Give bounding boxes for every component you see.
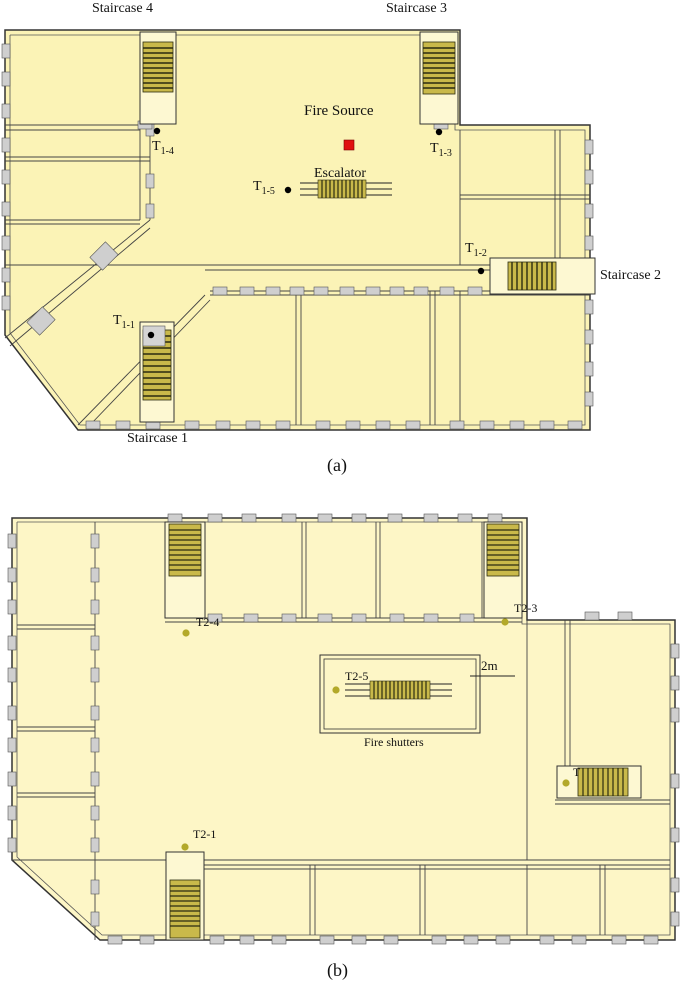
escalator-label: Escalator <box>314 166 366 181</box>
sensor-t1-1-dot <box>147 331 155 339</box>
sensor-t1-3-dot <box>435 128 443 136</box>
sensor-t2-5-label: T2-5 <box>345 669 368 683</box>
panel-b-floor-plan: 2m Fire shutters T2-4 T2-3 T2-5 T2-1 T2-… <box>7 513 680 981</box>
staircase-3-label: Staircase 3 <box>386 1 447 16</box>
sensor-t2-1-label: T2-1 <box>193 827 216 841</box>
fire-shutters-enclosure: 2m Fire shutters <box>319 654 515 749</box>
escalator-a: Escalator <box>300 166 392 199</box>
staircase-2-a <box>489 257 596 295</box>
sensor-t1-1-label: T1-1 <box>113 313 135 331</box>
sensor-t2-2-label: T2-2 <box>573 765 596 779</box>
staircase-4-label: Staircase 4 <box>92 1 153 16</box>
sensor-t1-4-label: T1-4 <box>152 139 174 157</box>
floor-a <box>4 29 591 431</box>
window-columns-b <box>7 513 680 945</box>
sensor-t2-2-dot <box>562 779 570 787</box>
sensors-b: T2-4 T2-3 T2-5 T2-1 T2-2 <box>181 601 596 851</box>
sensor-t1-5-dot <box>284 186 292 194</box>
sensor-t2-3-label: T2-3 <box>514 601 537 615</box>
sensor-t1-3-label: T1-3 <box>430 141 452 159</box>
staircase-1-a <box>139 321 175 423</box>
rooms-b <box>12 522 670 940</box>
panel-a-floor-plan: Escalator Fire Source T1-4 T1-3 T1-5 T1-… <box>1 1 661 476</box>
fire-source-label: Fire Source <box>304 103 374 119</box>
sensor-t2-3-dot <box>501 618 509 626</box>
staircase-2-label: Staircase 2 <box>600 268 661 283</box>
fire-shutters-label: Fire shutters <box>364 735 424 749</box>
panel-a-caption: (a) <box>327 455 347 476</box>
sensor-t1-5-label: T1-5 <box>253 179 275 197</box>
sensor-t2-1-dot <box>181 843 189 851</box>
staircase-1-b <box>165 851 205 941</box>
panel-b-caption: (b) <box>327 960 348 981</box>
staircase-1-label: Staircase 1 <box>127 431 188 446</box>
sensors-a: T1-4 T1-3 T1-5 T1-2 T1-1 <box>113 127 487 339</box>
staircase-4-a <box>139 31 177 125</box>
dimension-2m-label: 2m <box>481 658 498 673</box>
staircase-3-b <box>483 521 523 619</box>
sensor-t2-4-label: T2-4 <box>196 615 219 629</box>
staircase-4-b <box>164 521 206 619</box>
sensor-t1-2-label: T1-2 <box>465 241 487 259</box>
sensor-t2-5-dot <box>332 686 340 694</box>
staircase-2-b <box>556 765 642 799</box>
sensor-t1-4-dot <box>153 127 161 135</box>
sensor-t2-4-dot <box>182 629 190 637</box>
staircase-3-a <box>419 31 459 125</box>
sensor-t1-2-dot <box>477 267 485 275</box>
fire-source-marker <box>343 139 355 151</box>
